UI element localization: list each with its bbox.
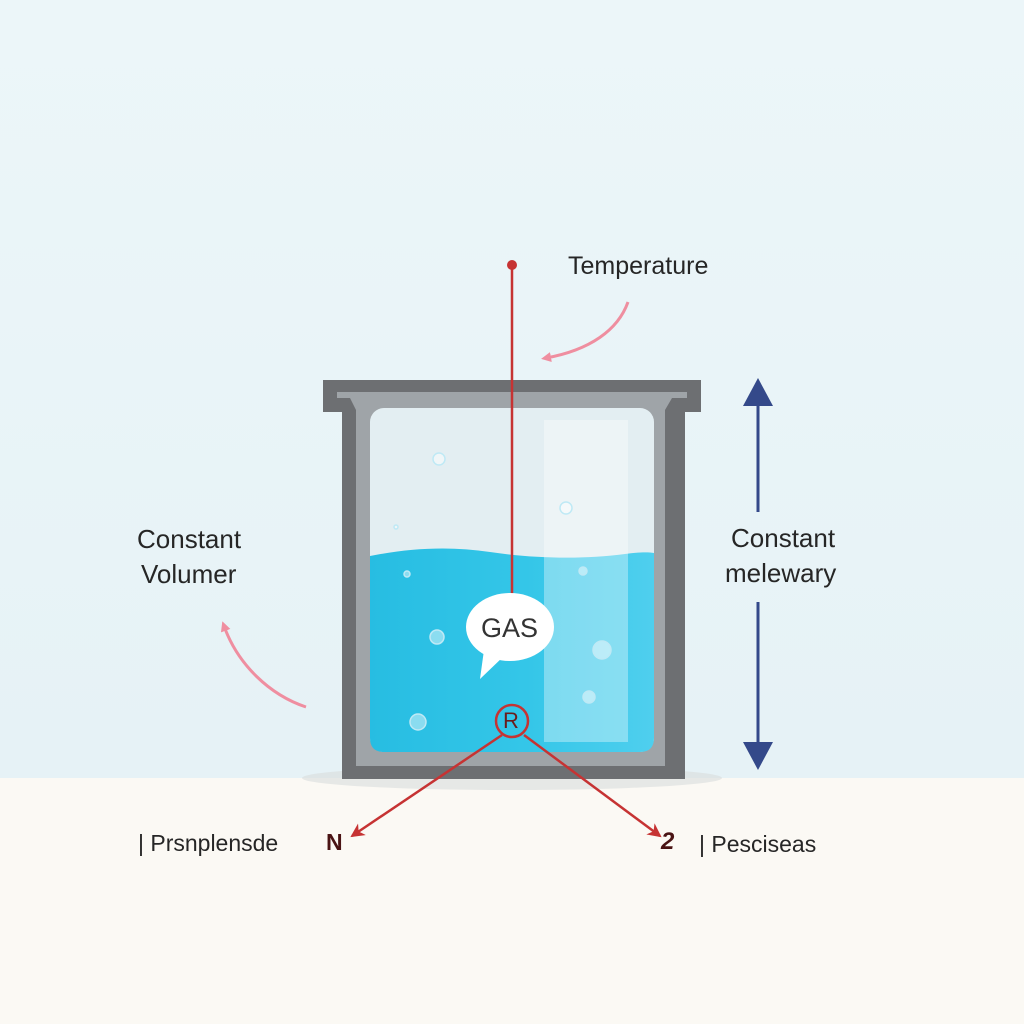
double-headed-arrow <box>743 378 773 770</box>
left-label-line1: Constant <box>137 524 242 554</box>
temperature-curved-arrow <box>541 301 630 363</box>
arrow-to-n <box>350 733 503 838</box>
arrow-to-2 <box>523 733 662 838</box>
temperature-label: Temperature <box>568 252 709 280</box>
r-marker-label: R <box>503 708 519 733</box>
glass-highlight <box>544 420 628 742</box>
bottom-left-letter: N <box>326 829 343 855</box>
bottom-right-text: | Pesciseas <box>699 831 817 857</box>
right-label-line1: Constant <box>731 523 836 553</box>
bottom-left-text: | Prsnplensde <box>138 830 279 856</box>
r-marker-circle <box>494 703 530 739</box>
gas-speech-bubble <box>466 593 554 679</box>
background-floor <box>0 778 1024 1024</box>
volume-curved-arrow <box>220 621 307 709</box>
right-label-line2: melewary <box>725 558 837 588</box>
gas-label: GAS <box>481 613 539 643</box>
temperature-dot <box>507 260 517 270</box>
bottom-right-number: 2 <box>661 828 675 855</box>
left-label-line2: Volumer <box>141 559 237 589</box>
